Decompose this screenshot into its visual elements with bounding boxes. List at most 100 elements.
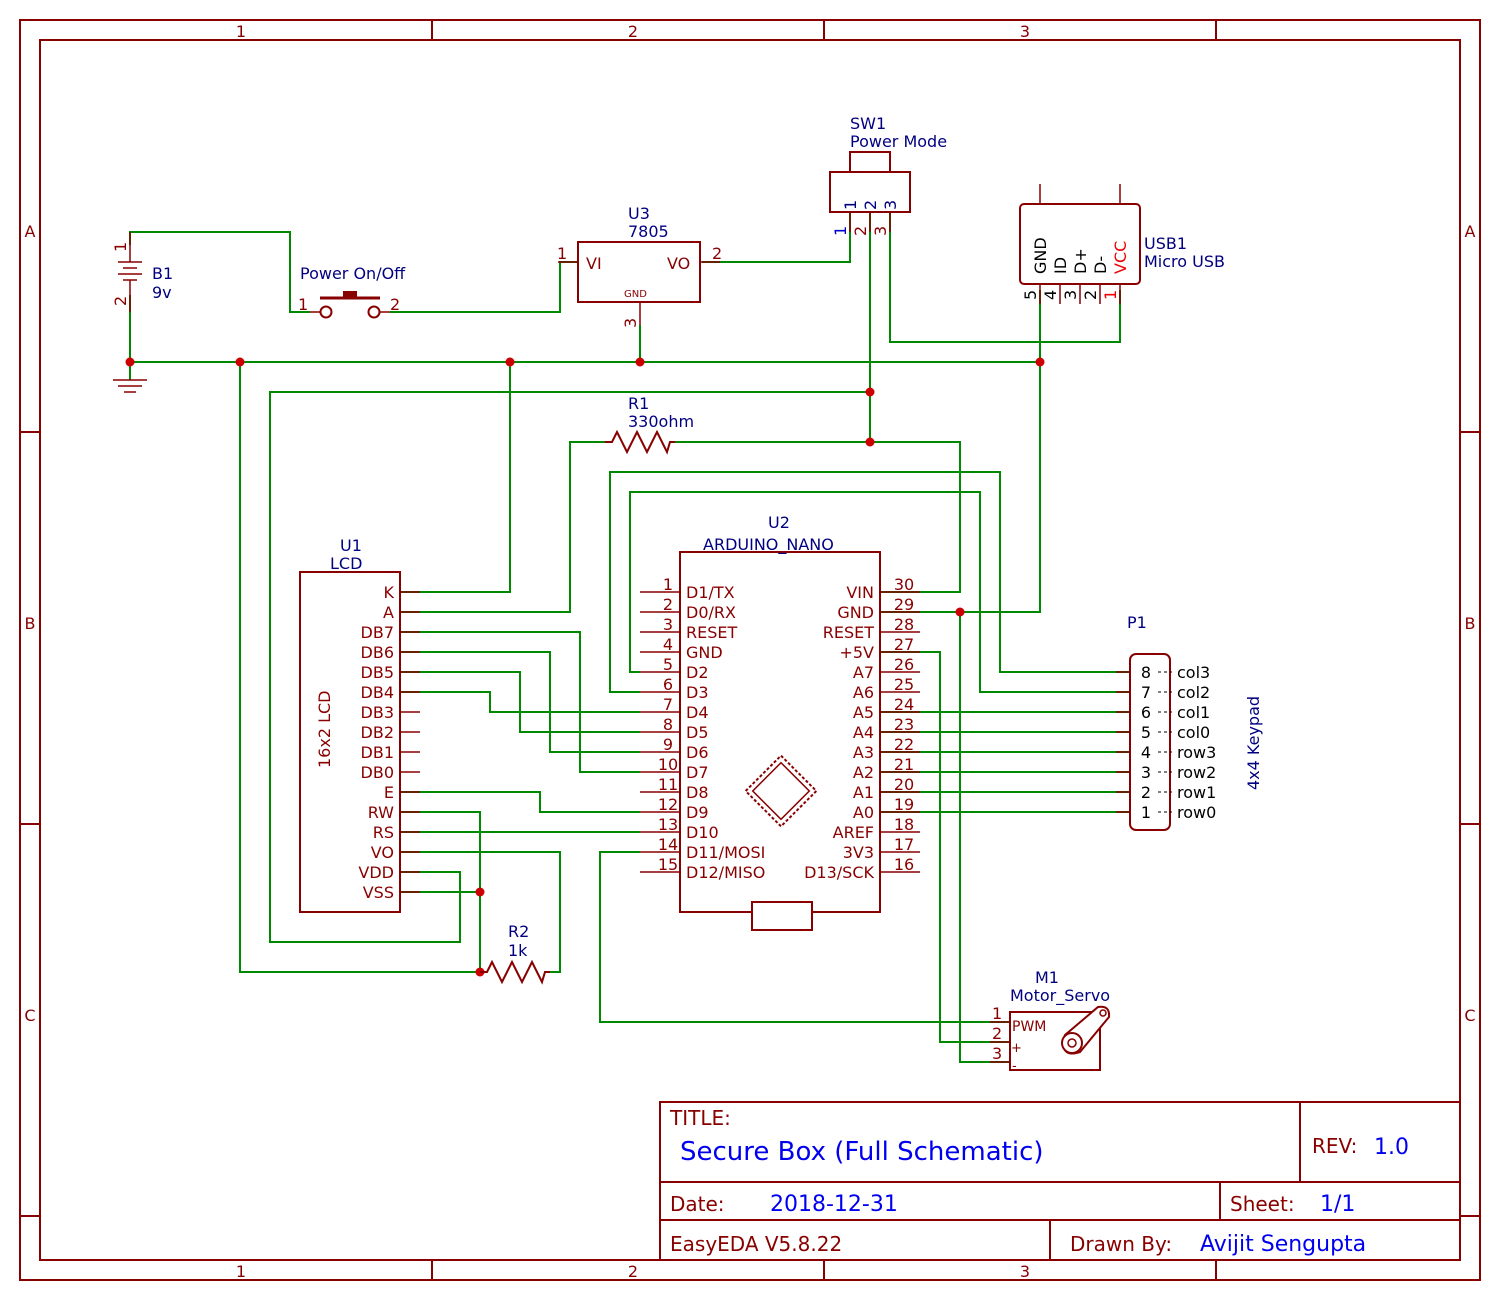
ground-symbol [113, 379, 147, 393]
u2-pin-num-24: 24 [894, 695, 914, 714]
u2-pin-d1-tx: D1/TX [686, 583, 735, 602]
u2-pin-num-25: 25 [894, 675, 914, 694]
u2-pin-d6: D6 [686, 743, 709, 762]
u2-pin-vin: VIN [846, 583, 874, 602]
u1-pin-db1: DB1 [361, 743, 394, 762]
m1-pin-2: 2 [992, 1024, 1002, 1043]
u2-pin-num-2: 2 [663, 595, 673, 614]
u1-pin-vdd: VDD [358, 863, 394, 882]
sw1-inner-1: 1 [841, 200, 860, 210]
p1-pin-num-7: 7 [1141, 683, 1151, 702]
date-label: Date: [670, 1192, 725, 1216]
u1-pin-rs: RS [373, 823, 394, 842]
u2-pin-num-9: 9 [663, 735, 673, 754]
sw1-inner-2: 2 [861, 200, 880, 210]
u1-pin-db3: DB3 [361, 703, 394, 722]
u2-pin-num-8: 8 [663, 715, 673, 734]
m1-pin-minus: - [1012, 1059, 1017, 1074]
u2-pin-a6: A6 [853, 683, 874, 702]
u2-ref: U2 [768, 513, 790, 532]
u2-pin-d11-mosi: D11/MOSI [686, 843, 765, 862]
u1-pin-a: A [383, 603, 394, 622]
drawn-by-label: Drawn By: [1070, 1232, 1172, 1256]
u2-pin-num-22: 22 [894, 735, 914, 754]
u2-pin-num-13: 13 [658, 815, 678, 834]
rev-value: 1.0 [1374, 1135, 1409, 1160]
u2-pin-d13-sck: D13/SCK [804, 863, 874, 882]
usb1-pin-4: 4 [1041, 290, 1060, 300]
u1-pin-db7: DB7 [361, 623, 394, 642]
u1-pin-vss: VSS [363, 883, 394, 902]
r2-ref: R2 [508, 922, 529, 941]
switch-sw1: SW1 Power Mode 1 2 3 1 2 3 [829, 114, 947, 236]
sw1-pin-1: 1 [831, 226, 850, 236]
u2-pin-d7: D7 [686, 763, 709, 782]
p1-pin-row1: row1 [1177, 783, 1216, 802]
u2-pin-d12-miso: D12/MISO [686, 863, 765, 882]
u2-pin-num-23: 23 [894, 715, 914, 734]
u3-pin-gnd: GND [624, 289, 647, 300]
sw1-pin-2: 2 [851, 226, 870, 236]
col-label-2: 2 [628, 22, 638, 41]
p1-pin-col1: col1 [1177, 703, 1210, 722]
u2-pin-d9: D9 [686, 803, 709, 822]
u2-value: ARDUINO_NANO [703, 535, 834, 555]
p1-pin-num-6: 6 [1141, 703, 1151, 722]
battery-b1: 1 2 B1 9v [111, 232, 173, 312]
u2-pin-num-7: 7 [663, 695, 673, 714]
u2-pin-num-30: 30 [894, 575, 914, 594]
b1-pin-2: 2 [111, 296, 130, 306]
usb1-pin-dplus: D+ [1071, 248, 1090, 274]
power-switch-pin-1: 1 [298, 295, 308, 314]
u2-pin-d2: D2 [686, 663, 709, 682]
u2-pin-num-10: 10 [658, 755, 678, 774]
row-label-a-right: A [1465, 222, 1476, 241]
p1-pin-row0: row0 [1177, 803, 1216, 822]
u1-pin-db5: DB5 [361, 663, 394, 682]
u2-pin--5v: +5V [839, 643, 874, 662]
date-value: 2018-12-31 [770, 1192, 898, 1217]
u2-pin-gnd: GND [837, 603, 874, 622]
software-version: EasyEDA V5.8.22 [670, 1232, 842, 1256]
p1-pin-col0: col0 [1177, 723, 1210, 742]
sw1-inner-3: 3 [881, 200, 900, 210]
rev-label: REV: [1312, 1134, 1357, 1158]
u2-pin-a7: A7 [853, 663, 874, 682]
usb1-pin-gnd: GND [1031, 237, 1050, 274]
r2-value: 1k [508, 941, 528, 960]
u1-pin-db2: DB2 [361, 723, 394, 742]
usb1-pin-id: ID [1051, 257, 1070, 274]
usb1-pin-5: 5 [1021, 290, 1040, 300]
u2-pin-d8: D8 [686, 783, 709, 802]
r1-ref: R1 [628, 394, 649, 413]
usb1-pin-1: 1 [1101, 290, 1120, 300]
m1-pin-3: 3 [992, 1044, 1002, 1063]
u2-pin-num-12: 12 [658, 795, 678, 814]
u2-pin-reset: RESET [823, 623, 874, 642]
wires [129, 213, 1130, 1063]
u2-pin-d3: D3 [686, 683, 709, 702]
usb1-pin-3: 3 [1061, 290, 1080, 300]
u2-pin-a0: A0 [853, 803, 874, 822]
p1-pin-col3: col3 [1177, 663, 1210, 682]
power-switch-pin-2: 2 [390, 295, 400, 314]
u1-pin-rw: RW [368, 803, 394, 822]
r1-value: 330ohm [628, 412, 694, 431]
u2-pin-d5: D5 [686, 723, 709, 742]
p1-ref: P1 [1127, 613, 1147, 632]
servo-horn-icon [1061, 1005, 1111, 1055]
u1-pin-db6: DB6 [361, 643, 394, 662]
resistor-r1: R1 330ohm [605, 394, 694, 455]
p1-pin-row2: row2 [1177, 763, 1216, 782]
u2-pin-num-29: 29 [894, 595, 914, 614]
row-label-a: A [25, 222, 36, 241]
p1-pin-num-1: 1 [1141, 803, 1151, 822]
u2-pin-num-3: 3 [663, 615, 673, 634]
row-label-c: C [24, 1006, 35, 1025]
u2-pin-num-16: 16 [894, 855, 914, 874]
u1-pin-k: K [384, 583, 395, 602]
u2-pin-num-20: 20 [894, 775, 914, 794]
p1-pin-row3: row3 [1177, 743, 1216, 762]
